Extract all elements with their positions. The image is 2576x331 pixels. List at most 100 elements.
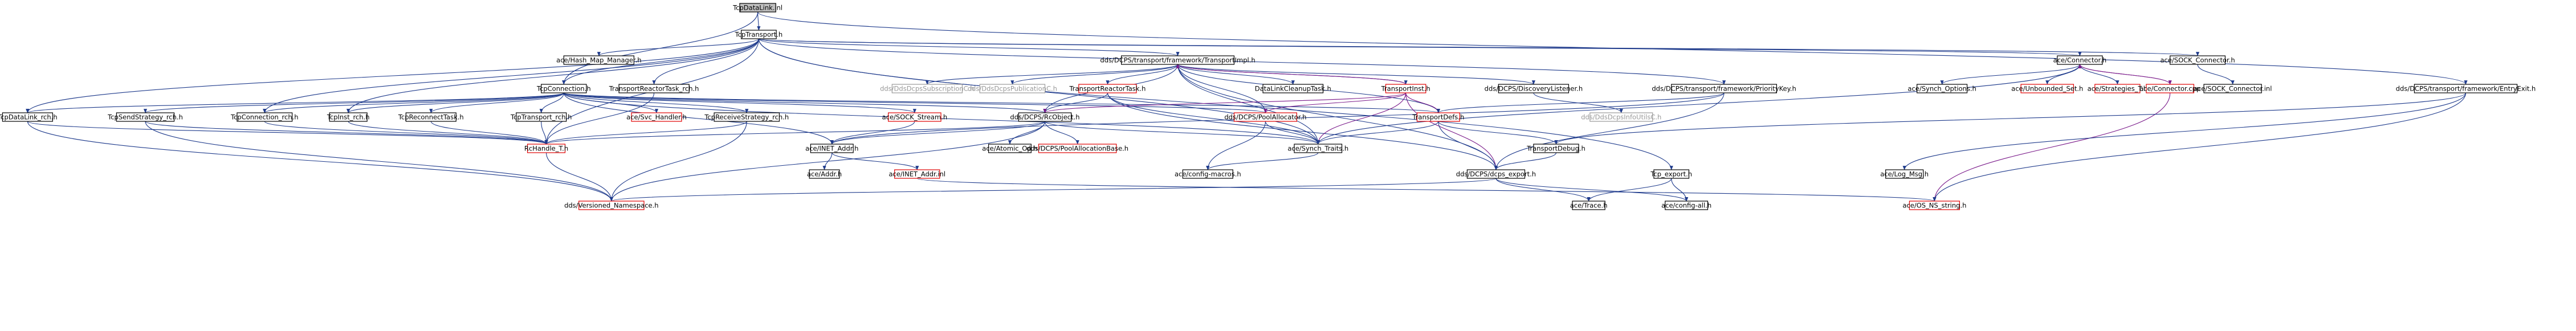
edge-dds-dcps-transport-framework-prioritykey-h-to-dds-dcps-dcps-export-h xyxy=(1494,92,1725,170)
node-ace-sock-stream-h[interactable]: ace/SOCK_Stream.h xyxy=(882,112,948,122)
node-box xyxy=(1533,144,1579,153)
node-tcpconnection-h[interactable]: TcpConnection.h xyxy=(536,84,591,93)
node-box xyxy=(1038,144,1117,153)
node-label: dds/DCPS/DiscoveryListener.h xyxy=(1485,85,1583,93)
node-ace-svc-handler-h[interactable]: ace/Svc_Handler.h xyxy=(626,112,687,122)
edge-tcpdatalink-inl-to-tcptransport-h xyxy=(757,11,761,31)
node-datalinkcleanuptask-h[interactable]: DataLinkCleanupTask.h xyxy=(1255,84,1331,93)
edge-dds-dcps-rcobject-h-to-rchandle-t-h xyxy=(544,121,1046,145)
edge-tcptransport-h-to-transportreactortask-rch-h xyxy=(652,38,759,85)
node-dds-dcps-rcobject-h[interactable]: dds/DCPS/RcObject.h xyxy=(1010,112,1080,122)
node-dds-ddsdcpspublicationc-h[interactable]: dds/DdsDcpsPublicationC.h xyxy=(968,84,1057,93)
node-label: dds/DdsDcpsPublicationC.h xyxy=(968,85,1057,93)
node-ace-synch-options-h[interactable]: ace/Synch_Options.h xyxy=(1907,84,1976,93)
node-transportdebug-h[interactable]: TransportDebug.h xyxy=(1526,144,1585,153)
node-transportreactortask-rch-h[interactable]: TransportReactorTask_rch.h xyxy=(609,84,699,93)
node-ace-config-all-h[interactable]: ace/config-all.h xyxy=(1661,201,1711,210)
node-dds-versioned-namespace-h[interactable]: dds/Versioned_Namespace.h xyxy=(564,201,659,210)
edge-transportdefs-h-to-transportdebug-h xyxy=(1438,121,1558,145)
edge-tcpconnection-rch-h-to-rchandle-t-h xyxy=(264,121,548,145)
node-label: ace/Trace.h xyxy=(1570,202,1608,210)
edge-dds-dcps-poolallocator-h-to-ace-synch-traits-h xyxy=(1265,121,1320,145)
node-tcpdatalink-rch-h[interactable]: TcpDataLink_rch.h xyxy=(0,112,58,122)
node-transportdefs-h[interactable]: TransportDefs.h xyxy=(1412,112,1464,122)
node-tcpreceivestrategy-rch-h[interactable]: TcpReceiveStrategy_rch.h xyxy=(704,112,789,122)
node-dds-dcps-transport-framework-prioritykey-h[interactable]: dds/DCPS/transport/framework/PriorityKey… xyxy=(1652,84,1796,93)
node-rchandle-t-h[interactable]: RcHandle_T.h xyxy=(524,144,568,153)
edge-tcpconnection-h-to-ace-inet-addr-h xyxy=(563,92,834,145)
node-box xyxy=(1385,84,1426,93)
node-label: dds/DCPS/RcObject.h xyxy=(1010,113,1079,121)
node-tcpdatalink-inl[interactable]: TcpDataLink.inl xyxy=(732,3,782,13)
node-ace-connector-cpp[interactable]: ace/Connector.cpp xyxy=(2139,84,2200,93)
node-box xyxy=(1671,84,1777,93)
node-ace-inet-addr-inl[interactable]: ace/INET_Addr.inl xyxy=(888,169,945,179)
node-label: TcpReceiveStrategy_rch.h xyxy=(704,113,789,121)
node-box xyxy=(1078,84,1137,93)
node-ace-os-ns-string-h[interactable]: ace/OS_NS_string.h xyxy=(1902,201,1966,210)
node-box xyxy=(894,169,940,179)
edge-tcptransport-h-to-ace-hash-map-manager-h xyxy=(597,38,759,56)
edge-transportdebug-h-to-dds-dcps-dcps-export-h xyxy=(1494,152,1557,170)
node-box xyxy=(1466,169,1526,179)
node-ace-trace-h[interactable]: ace/Trace.h xyxy=(1570,201,1608,210)
node-ace-hash-map-manager-h[interactable]: ace/Hash_Map_Manager.h xyxy=(556,55,642,65)
edge-transportreactortask-h-to-dds-dcps-rcobject-h xyxy=(1043,92,1108,113)
node-ace-log-msg-h[interactable]: ace/Log_Msg.h xyxy=(1880,169,1929,179)
node-tcptransport-rch-h[interactable]: TcpTransport_rch.h xyxy=(510,112,572,122)
node-ace-addr-h[interactable]: ace/Addr.h xyxy=(807,169,842,179)
node-dds-ddsdcpsinfoutilsc-h[interactable]: dds/DdsDcpsInfoUtilsC.h xyxy=(1581,112,1661,122)
node-dds-dcps-poolallocationbase-h[interactable]: dds/DCPS/PoolAllocationBase.h xyxy=(1026,144,1128,153)
node-dds-dcps-discoverylistener-h[interactable]: dds/DCPS/DiscoveryListener.h xyxy=(1485,84,1583,93)
edge-dds-dcps-transport-framework-transportimpl-h-to-dds-dcps-poolallocator-h xyxy=(1177,64,1267,113)
edge-dds-dcps-rcobject-h-to-dds-dcps-poolallocationbase-h xyxy=(1044,121,1079,145)
node-dds-dcps-transport-framework-entryexit-h[interactable]: dds/DCPS/transport/framework/EntryExit.h xyxy=(2396,84,2536,93)
edge-ace-connector-cpp-to-ace-connector-h xyxy=(2078,64,2171,85)
node-ace-connector-h[interactable]: ace/Connector.h xyxy=(2053,55,2107,65)
edge-ace-inet-addr-inl-to-ace-os-ns-string-h xyxy=(916,178,1936,202)
node-ace-strategies-t-h[interactable]: ace/Strategies_T.h xyxy=(2088,84,2147,93)
node-ace-sock-connector-h[interactable]: ace/SOCK_Connector.h xyxy=(2160,55,2235,65)
node-ace-sock-connector-inl[interactable]: ace/SOCK_Connector.inl xyxy=(2194,84,2272,93)
node-transportinst-h[interactable]: TransportInst.h xyxy=(1381,84,1430,93)
node-label: ace/config-macros.h xyxy=(1175,170,1241,178)
node-ace-atomic-op-h[interactable]: ace/Atomic_Op.h xyxy=(982,144,1038,153)
edge-transportinst-h-to-dds-dcps-poolallocator-h xyxy=(1263,92,1407,113)
node-box xyxy=(891,84,963,93)
node-tcpreconnecttask-h[interactable]: TcpReconnectTask.h xyxy=(398,112,464,122)
edge-tcptransport-h-to-dds-dcps-transport-framework-transportimpl-h xyxy=(758,38,1180,56)
node-ace-synch-traits-h[interactable]: ace/Synch_Traits.h xyxy=(1287,144,1348,153)
node-ace-inet-addr-h[interactable]: ace/INET_Addr.h xyxy=(805,144,858,153)
node-dds-ddsdcpssubscriptionc-h[interactable]: dds/DdsDcpsSubscriptionC.h xyxy=(880,84,975,93)
node-label: dds/DCPS/transport/framework/EntryExit.h xyxy=(2396,85,2536,93)
node-tcpconnection-rch-h[interactable]: TcpConnection_rch.h xyxy=(230,112,299,122)
edge-tcpreconnecttask-h-to-rchandle-t-h xyxy=(430,121,548,145)
node-label: TcpReconnectTask.h xyxy=(398,113,464,121)
edge-tcpconnection-h-to-tcpreceivestrategy-rch-h xyxy=(563,92,749,113)
node-ace-config-macros-h[interactable]: ace/config-macros.h xyxy=(1175,169,1241,179)
node-tcpinst-rch-h[interactable]: TcpInst_rch.h xyxy=(327,112,370,122)
edge-transportreactortask-h-to-dds-dcps-dcps-export-h xyxy=(1107,92,1498,170)
node-tcptransport-h[interactable]: TcpTransport.h xyxy=(735,30,783,39)
node-dds-dcps-dcps-export-h[interactable]: dds/DCPS/dcps_export.h xyxy=(1456,169,1536,179)
node-box xyxy=(1909,201,1960,210)
node-box xyxy=(740,30,777,39)
edge-dds-dcps-transport-framework-transportimpl-h-to-datalinkcleanuptask-h xyxy=(1177,64,1295,85)
node-dds-dcps-transport-framework-transportimpl-h[interactable]: dds/DCPS/transport/framework/TransportIm… xyxy=(1100,55,1256,65)
edge-transportinst-h-to-dds-dcps-dcps-export-h xyxy=(1405,92,1498,170)
edge-ace-connector-h-to-ace-synch-options-h xyxy=(1940,64,2080,85)
node-dds-dcps-poolallocator-h[interactable]: dds/DCPS/PoolAllocator.h xyxy=(1224,112,1306,122)
node-ace-unbounded-set-h[interactable]: ace/Unbounded_Set.h xyxy=(2011,84,2083,93)
node-box xyxy=(618,84,690,93)
node-label: TcpConnection.h xyxy=(536,85,591,93)
node-transportreactortask-h[interactable]: TransportReactorTask.h xyxy=(1069,84,1146,93)
node-box xyxy=(2,112,53,122)
node-box xyxy=(578,201,645,210)
edge-transportinst-h-to-dds-dcps-transport-framework-transportimpl-h xyxy=(1176,64,1407,85)
edge-dds-dcps-dcps-export-h-to-dds-versioned-namespace-h xyxy=(610,178,1497,202)
node-box xyxy=(116,112,175,122)
node-tcp-export-h[interactable]: Tcp_export.h xyxy=(1650,169,1692,179)
node-box xyxy=(2170,55,2226,65)
edge-ace-connector-cpp-to-ace-os-ns-string-h xyxy=(1933,92,2171,202)
node-tcpsendstrategy-rch-h[interactable]: TcpSendStrategy_rch.h xyxy=(107,112,183,122)
